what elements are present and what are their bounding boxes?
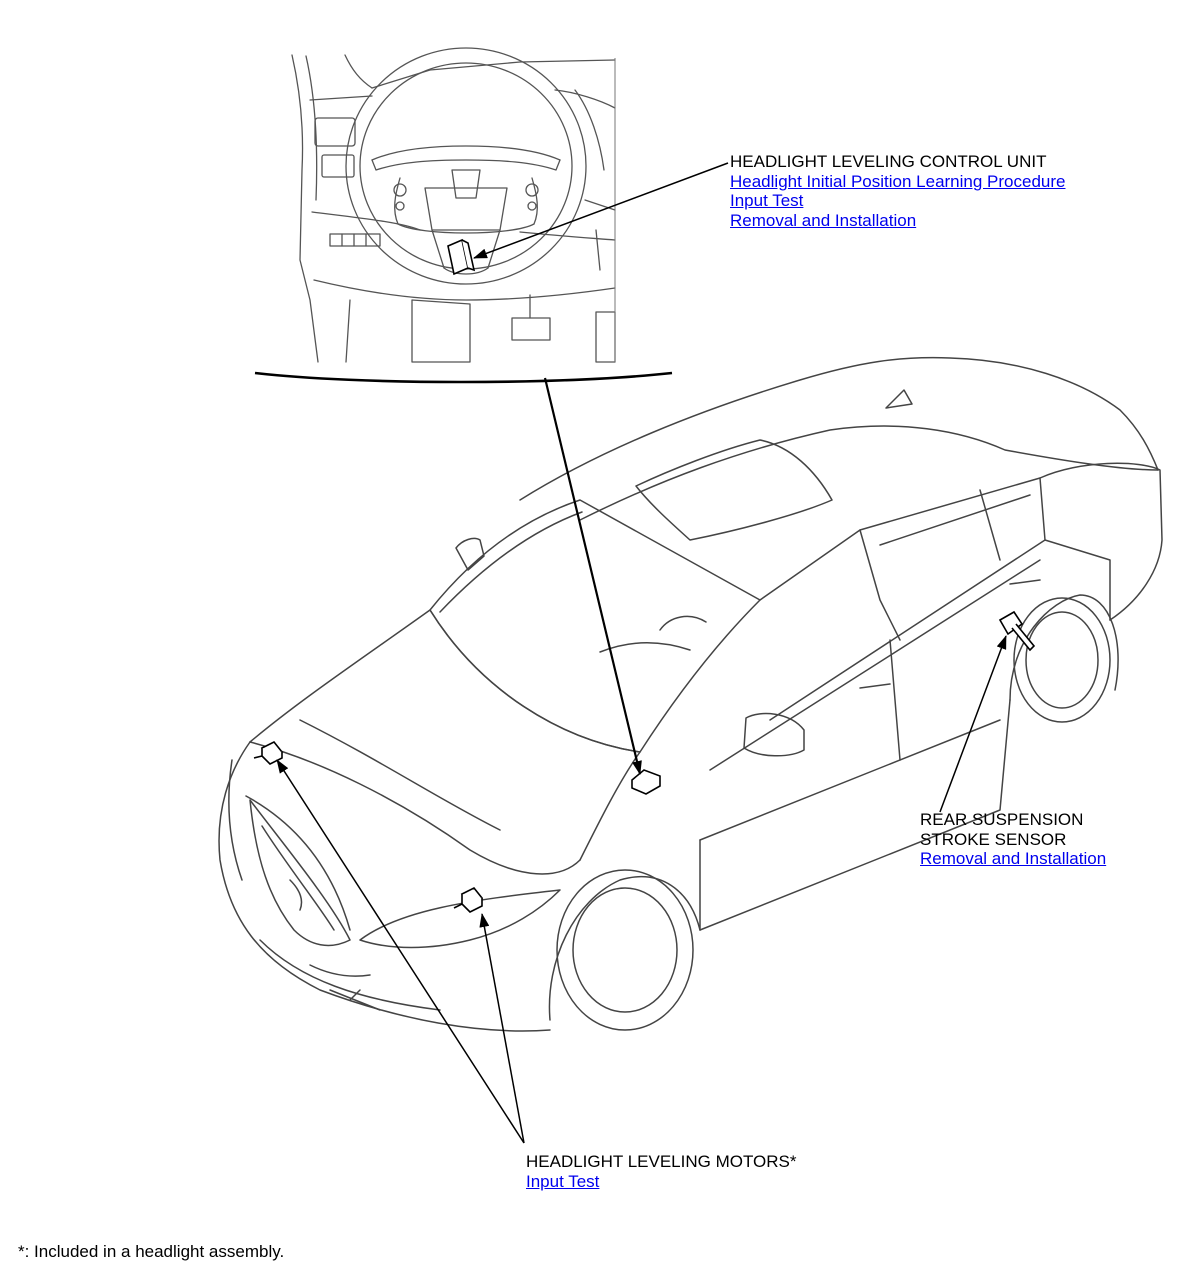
car-body-drawing — [218, 356, 1163, 1032]
control-unit-input-test-link[interactable]: Input Test — [730, 191, 804, 210]
rear-sensor-title-line2: STROKE SENSOR — [920, 829, 1067, 849]
motor-right-leader-line — [479, 913, 525, 1144]
control-unit-leader-line — [473, 162, 729, 259]
motor-left-leader-line — [276, 759, 525, 1144]
control-unit-title: HEADLIGHT LEVELING CONTROL UNIT — [730, 152, 1047, 171]
rear-sensor-leader-line — [939, 635, 1007, 813]
inset-to-car-leader-line — [543, 377, 642, 775]
rear-suspension-stroke-sensor-part — [998, 610, 1036, 652]
motors-callout: HEADLIGHT LEVELING MOTORS* Input Test — [526, 1152, 797, 1191]
control-unit-removal-installation-link[interactable]: Removal and Installation — [730, 210, 917, 230]
rear-sensor-removal-installation-link[interactable]: Removal and Installation — [920, 849, 1107, 868]
rear-sensor-title-line1: REAR SUSPENSION — [920, 810, 1084, 829]
leader-lines — [276, 162, 1007, 1144]
control-unit-part-inset — [447, 238, 476, 276]
initial-position-learning-link[interactable]: Headlight Initial Position Learning Proc… — [730, 171, 1066, 191]
motors-title: HEADLIGHT LEVELING MOTORS* — [526, 1152, 797, 1171]
motors-input-test-link[interactable]: Input Test — [526, 1171, 600, 1191]
inset-separator-line — [254, 371, 673, 384]
headlight-leveling-motor-left — [253, 740, 284, 765]
control-unit-callout: HEADLIGHT LEVELING CONTROL UNIT Headligh… — [730, 152, 1065, 230]
footnote: *: Included in a headlight assembly. — [18, 1242, 285, 1261]
control-unit-part-car — [631, 769, 661, 795]
dashboard-inset-drawing — [291, 47, 616, 363]
headlight-leveling-motor-right — [453, 886, 484, 913]
rear-sensor-callout: REAR SUSPENSION STROKE SENSOR Removal an… — [920, 810, 1106, 869]
